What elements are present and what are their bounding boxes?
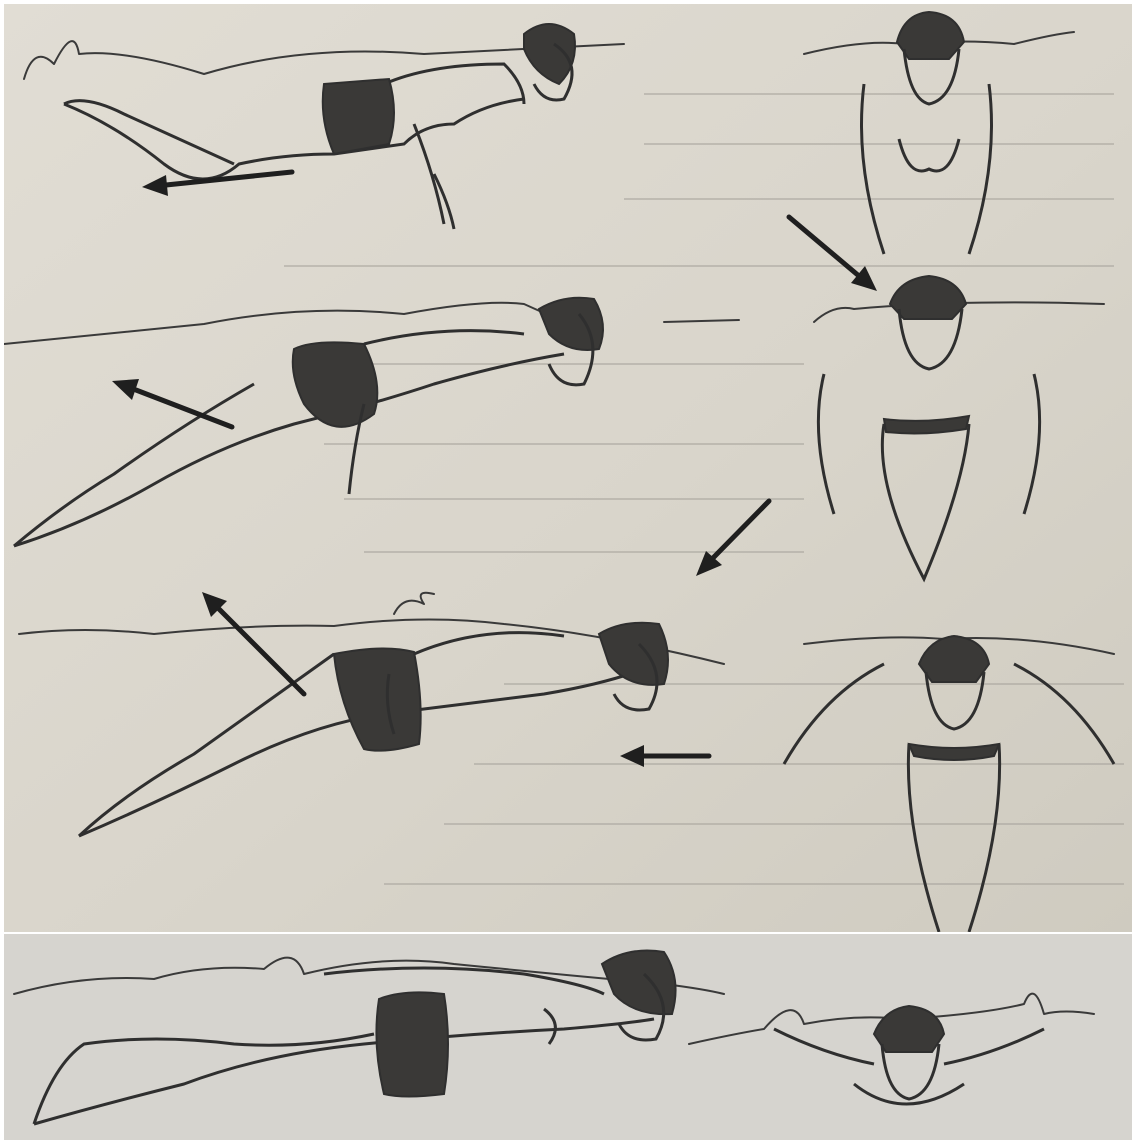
paper-background — [4, 934, 1132, 1140]
stroke-phases-drawing — [4, 4, 1132, 932]
streamline-phase-drawing — [4, 934, 1132, 1140]
stroke-phases-panel — [4, 4, 1132, 932]
streamline-phase-panel — [4, 934, 1132, 1140]
